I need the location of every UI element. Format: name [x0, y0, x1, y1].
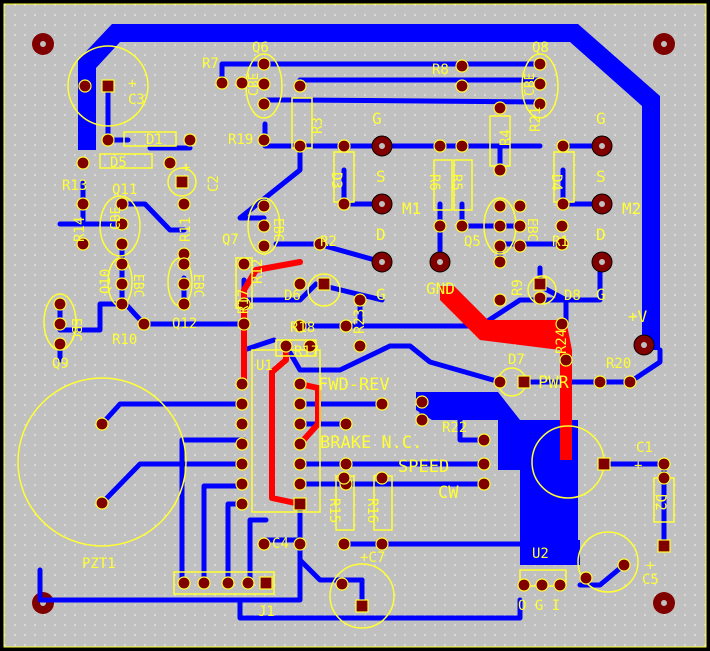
- label-q10: Q10: [98, 269, 114, 294]
- label-c1-plus: +: [634, 458, 642, 474]
- label-j1: J1: [258, 604, 275, 620]
- label-d1: D1: [146, 132, 163, 148]
- label-r20: R20: [606, 356, 631, 372]
- label-d7: D7: [508, 352, 525, 368]
- label-r8: R8: [432, 62, 449, 78]
- label-q6: Q6: [252, 40, 269, 56]
- label-speed: SPEED: [398, 457, 449, 477]
- label-u2: U2: [532, 546, 549, 562]
- label-d8: D8: [564, 288, 581, 304]
- label-r12: R12: [250, 259, 266, 284]
- label-q5-pins: EBC: [524, 218, 539, 241]
- label-r15: R15: [326, 498, 342, 523]
- label-q11-pins: CBE: [109, 207, 124, 230]
- label-r17: R17: [294, 344, 319, 360]
- label-u2-pins: O G I: [518, 598, 560, 614]
- label-c3-plus: +: [128, 76, 136, 92]
- label-q9: Q9: [52, 356, 69, 372]
- label-c7: +C7: [360, 550, 385, 566]
- label-fwd-rev: FWD-REV: [318, 375, 390, 395]
- label-plus-v: +V: [628, 307, 648, 326]
- label-g-right: G: [596, 285, 606, 304]
- label-cw: CW: [438, 483, 459, 503]
- label-q7-pins: EBC: [270, 218, 285, 241]
- label-c2: C2: [206, 175, 222, 192]
- label-c2-plus: +: [182, 160, 190, 176]
- label-r21: R21: [528, 107, 544, 132]
- label-gnd: GND: [426, 279, 455, 298]
- label-r14: R14: [72, 217, 88, 242]
- label-pzt1: PZT1: [82, 556, 116, 572]
- label-r22: R22: [442, 420, 467, 436]
- label-r13: R13: [62, 178, 87, 194]
- label-d4: D4: [548, 174, 564, 191]
- label-q6-pins: CBE: [247, 73, 262, 96]
- label-s-m1: S: [376, 167, 386, 186]
- label-q12: Q12: [172, 316, 197, 332]
- label-r10: R10: [112, 332, 137, 348]
- label-r11: R11: [178, 217, 194, 242]
- label-d5: D5: [110, 155, 127, 171]
- label-q5: Q5: [464, 234, 481, 250]
- label-d-m1: D: [376, 225, 386, 244]
- copper-pours: [78, 24, 660, 565]
- label-q9-pins: EBC: [68, 318, 83, 341]
- label-m2: M2: [622, 199, 641, 218]
- label-r4: R4: [498, 129, 514, 146]
- label-r2: R2: [320, 234, 337, 250]
- label-r1: R1: [552, 234, 569, 250]
- label-r9: R9: [510, 279, 526, 296]
- label-q10-pins: EBC: [130, 274, 145, 297]
- label-r6: R6: [426, 174, 442, 191]
- label-q8-pins: CBE: [523, 73, 538, 96]
- label-r3: R3: [310, 117, 326, 134]
- pads: [53, 57, 671, 613]
- label-c1: C1: [636, 440, 653, 456]
- label-g-m1: G: [372, 109, 382, 128]
- label-d3: D3: [328, 172, 344, 189]
- label-c5-plus: +: [646, 558, 654, 574]
- gnd-red-pour: [440, 286, 572, 460]
- label-q12-pins: EBC: [190, 274, 205, 297]
- label-g-m2: G: [596, 109, 606, 128]
- label-r17-top: R17: [236, 289, 252, 314]
- label-r19: R19: [228, 132, 253, 148]
- label-c4: C4: [272, 536, 289, 552]
- label-d2: D2: [652, 494, 668, 511]
- label-r5: R5: [448, 174, 464, 191]
- label-r23: R23: [352, 309, 368, 334]
- label-c3: C3: [128, 92, 145, 108]
- label-r7: R7: [202, 56, 219, 72]
- label-r16: R16: [364, 498, 380, 523]
- label-s-m2: S: [596, 167, 606, 186]
- label-q7: Q7: [222, 232, 239, 248]
- label-u1: U1: [256, 358, 273, 374]
- label-q8: Q8: [532, 40, 549, 56]
- label-q11: Q11: [112, 182, 137, 198]
- silkscreen-labels: R7 Q6 R8 Q8 C3 + D1 R19 R3 G R21 R4 G D5…: [52, 40, 668, 620]
- label-d6: D6: [284, 288, 301, 304]
- label-r24: R24: [554, 329, 570, 354]
- label-r18: R18: [290, 320, 315, 336]
- pad-holes: [379, 143, 647, 348]
- mounting-holes: [32, 33, 675, 614]
- label-g-mid: G: [376, 285, 386, 304]
- label-brake: BRAKE N.C.: [320, 433, 422, 453]
- label-d-m2: D: [596, 225, 606, 244]
- label-c5: C5: [642, 572, 659, 588]
- label-m1: M1: [402, 199, 421, 218]
- label-pwr: PWR: [538, 373, 569, 393]
